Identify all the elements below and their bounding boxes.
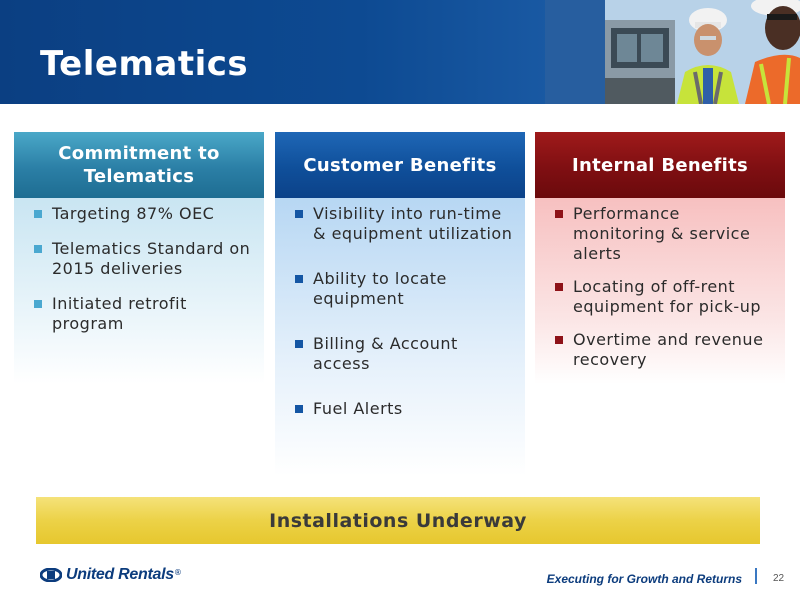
registered-mark: ® (173, 567, 182, 577)
internal-benefits-column: Internal Benefits Performance monitoring… (535, 132, 785, 384)
installations-banner: Installations Underway (36, 497, 760, 544)
footer-tagline: Executing for Growth and Returns (546, 572, 742, 586)
square-bullet-icon (295, 340, 303, 348)
list-item: Locating of off-rent equipment for pick-… (549, 277, 775, 317)
list-item-text: Overtime and revenue recovery (573, 330, 764, 369)
commitment-column: Commitment to Telematics Targeting 87% O… (14, 132, 264, 384)
photo-illustration (545, 0, 800, 104)
list-item: Visibility into run-time & equipment uti… (289, 204, 515, 244)
list-item: Telematics Standard on 2015 deliveries (28, 239, 254, 279)
square-bullet-icon (34, 210, 42, 218)
list-item: Initiated retrofit program (28, 294, 254, 334)
title-banner: Telematics (0, 0, 800, 104)
square-bullet-icon (295, 210, 303, 218)
list-item: Overtime and revenue recovery (549, 330, 775, 370)
page-number: 22 (773, 573, 785, 584)
list-item-text: Ability to locate equipment (313, 269, 447, 308)
list-item-text: Telematics Standard on 2015 deliveries (52, 239, 251, 278)
list-item: Ability to locate equipment (289, 269, 515, 309)
list-item-text: Locating of off-rent equipment for pick-… (573, 277, 761, 316)
column-heading: Internal Benefits (535, 132, 785, 198)
square-bullet-icon (555, 210, 563, 218)
square-bullet-icon (295, 405, 303, 413)
list-item: Fuel Alerts (289, 399, 515, 419)
page-title: Telematics (40, 44, 249, 84)
square-bullet-icon (555, 283, 563, 291)
column-body: Visibility into run-time & equipment uti… (275, 198, 525, 476)
list-item-text: Performance monitoring & service alerts (573, 204, 751, 263)
list-item-text: Initiated retrofit program (52, 294, 187, 333)
column-body: Performance monitoring & service alerts … (535, 198, 785, 384)
list-item-text: Targeting 87% OEC (52, 204, 215, 223)
list-item-text: Visibility into run-time & equipment uti… (313, 204, 513, 243)
square-bullet-icon (555, 336, 563, 344)
list-item: Billing & Account access (289, 334, 515, 374)
united-rentals-logo-icon (40, 568, 62, 582)
bullet-list: Targeting 87% OEC Telematics Standard on… (28, 204, 254, 334)
construction-workers-photo (545, 0, 800, 104)
square-bullet-icon (295, 275, 303, 283)
company-logo: United Rentals ® (40, 566, 182, 584)
column-body: Targeting 87% OEC Telematics Standard on… (14, 198, 264, 384)
footer-divider (755, 568, 757, 584)
list-item-text: Billing & Account access (313, 334, 458, 373)
bullet-list: Performance monitoring & service alerts … (549, 204, 775, 370)
list-item: Performance monitoring & service alerts (549, 204, 775, 264)
column-heading: Customer Benefits (275, 132, 525, 198)
column-heading: Commitment to Telematics (14, 132, 264, 198)
square-bullet-icon (34, 245, 42, 253)
list-item-text: Fuel Alerts (313, 399, 403, 418)
square-bullet-icon (34, 300, 42, 308)
bullet-list: Visibility into run-time & equipment uti… (289, 204, 515, 419)
list-item: Targeting 87% OEC (28, 204, 254, 224)
customer-benefits-column: Customer Benefits Visibility into run-ti… (275, 132, 525, 476)
logo-text: United Rentals (66, 566, 174, 583)
